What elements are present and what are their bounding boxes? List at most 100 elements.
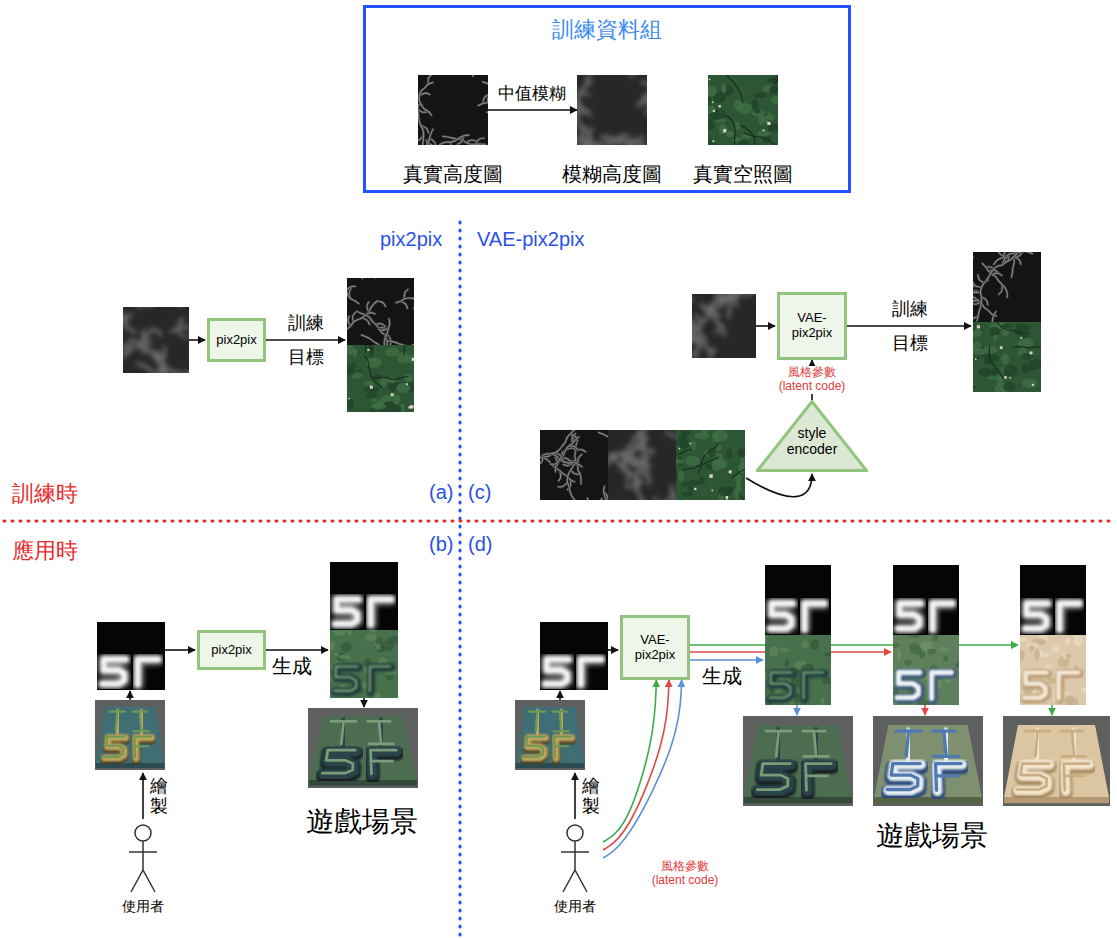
ridge-shade bbox=[578, 454, 582, 464]
ridge-shade bbox=[1014, 257, 1021, 265]
letter-stroke bbox=[806, 764, 832, 791]
drawn-heightmap bbox=[97, 622, 165, 690]
photo-texture bbox=[1020, 331, 1030, 339]
ridge-shade bbox=[540, 458, 575, 482]
drainage bbox=[973, 387, 975, 391]
photo-ground bbox=[1020, 635, 1086, 705]
map-ground bbox=[973, 252, 1041, 322]
game-scene-render bbox=[308, 708, 418, 788]
ridge bbox=[977, 280, 988, 320]
letter-stroke bbox=[758, 765, 791, 791]
edge-label: 風格參數 (latent code) bbox=[772, 366, 852, 394]
letter-stroke bbox=[561, 713, 562, 733]
model-box: VAE-pix2pix bbox=[620, 615, 690, 680]
ridge bbox=[162, 369, 189, 373]
photo-texture bbox=[983, 346, 998, 354]
ridge bbox=[362, 335, 397, 345]
ridge bbox=[138, 307, 177, 308]
photo-texture bbox=[371, 398, 376, 402]
arrow-line bbox=[142, 773, 144, 819]
photo-texture bbox=[767, 120, 772, 132]
heightmap bbox=[347, 278, 414, 345]
letter-stroke bbox=[939, 572, 944, 597]
photo-texture bbox=[721, 84, 726, 93]
photo-speck bbox=[712, 140, 714, 142]
letter-stroke bbox=[524, 737, 545, 757]
letter-stroke bbox=[1060, 613, 1076, 618]
letter-stroke bbox=[898, 604, 920, 629]
photo-texture bbox=[822, 677, 831, 684]
figure-limb bbox=[563, 870, 575, 892]
label-wrap: 訓練 目標 bbox=[891, 292, 929, 360]
image-tile: 真實空照圖 bbox=[708, 75, 778, 145]
caption-wrap: 真實高度圖 bbox=[403, 163, 503, 186]
letter-stroke bbox=[1064, 764, 1089, 791]
label-wrap: 生成 bbox=[702, 665, 742, 688]
arrow-line bbox=[847, 325, 971, 327]
ridge-shade bbox=[587, 498, 595, 500]
blurred-heightmap bbox=[123, 307, 189, 373]
encoder-name: style encoder bbox=[779, 425, 845, 457]
ridge bbox=[696, 320, 706, 357]
letter-stroke bbox=[1036, 732, 1038, 757]
photo-speck bbox=[712, 490, 714, 492]
caption-wrap: 真實空照圖 bbox=[693, 163, 793, 186]
label-wrap: (c) bbox=[468, 481, 491, 504]
letter-stroke bbox=[937, 765, 963, 792]
letter-stroke bbox=[757, 764, 790, 790]
ridge-shade bbox=[540, 455, 543, 465]
ridge bbox=[409, 344, 414, 345]
ridges bbox=[418, 75, 488, 145]
letter-stroke bbox=[372, 751, 398, 775]
ridge-shade bbox=[488, 93, 489, 103]
letter-stroke bbox=[1065, 765, 1090, 792]
photo-texture bbox=[820, 697, 824, 705]
letter-stroke bbox=[323, 751, 356, 774]
drainage bbox=[1012, 347, 1041, 349]
panel-title: 訓練資料組 bbox=[366, 8, 848, 42]
drainage bbox=[989, 345, 1004, 379]
photo-texture bbox=[710, 111, 724, 120]
photo-texture bbox=[353, 348, 357, 357]
letter-stroke bbox=[887, 764, 920, 790]
letter-stroke bbox=[898, 674, 920, 699]
letter-stroke bbox=[805, 674, 825, 700]
ridge bbox=[1014, 257, 1021, 265]
photo-texture bbox=[694, 432, 709, 439]
letter-stroke bbox=[134, 737, 150, 758]
drainage bbox=[740, 125, 758, 145]
letter-stroke bbox=[904, 572, 915, 597]
letter-stroke bbox=[344, 569, 349, 593]
label-wrap: 訓練 目標 bbox=[287, 306, 325, 374]
generated-photo bbox=[1020, 635, 1086, 705]
photo-texture bbox=[1004, 365, 1018, 377]
letter-stroke bbox=[140, 712, 141, 732]
label-wrap: 風格參數 (latent code) bbox=[772, 366, 852, 394]
ridge bbox=[184, 372, 189, 373]
photo-speck bbox=[1020, 337, 1022, 339]
letter-stroke bbox=[104, 737, 125, 757]
photo-texture bbox=[681, 430, 691, 436]
drainage bbox=[676, 449, 692, 471]
photo-texture bbox=[364, 381, 374, 386]
text-label: pix2pix bbox=[380, 228, 442, 251]
photo-texture bbox=[712, 430, 728, 442]
photo-speck bbox=[348, 398, 350, 400]
letter-stroke bbox=[806, 774, 828, 777]
ridge bbox=[427, 140, 433, 145]
drawn-heightmap bbox=[540, 622, 608, 690]
letter-stroke bbox=[579, 650, 599, 655]
figure-limb bbox=[574, 841, 576, 870]
letter-stroke bbox=[342, 569, 353, 593]
label-wrap: 繪製 bbox=[150, 777, 168, 817]
ridge bbox=[973, 285, 996, 316]
letter-stroke bbox=[136, 744, 150, 751]
arrow-line bbox=[574, 773, 576, 819]
ridge bbox=[986, 253, 1018, 281]
ridges bbox=[540, 430, 608, 500]
drawn-heightmap bbox=[330, 562, 398, 630]
caption-wrap: 模糊高度圖 bbox=[562, 163, 662, 186]
letter-stroke bbox=[109, 629, 120, 653]
ridge-shade bbox=[1004, 252, 1006, 262]
letter-stroke bbox=[335, 599, 358, 623]
